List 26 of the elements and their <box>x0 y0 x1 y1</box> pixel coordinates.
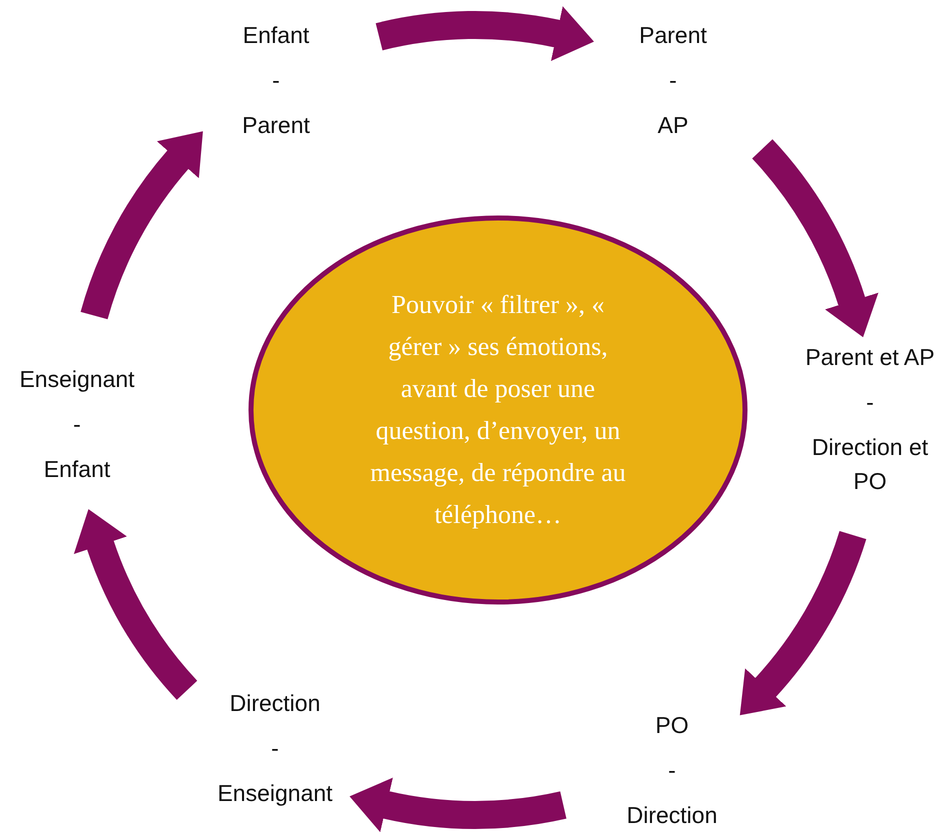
step-label: - <box>668 756 676 785</box>
step-label: Direction <box>230 689 320 718</box>
curved-arrow <box>741 530 866 717</box>
step-label: Parent <box>242 111 310 140</box>
step-label: - <box>272 66 280 95</box>
step-label: PO <box>655 711 689 740</box>
step-label: - <box>669 66 677 95</box>
curved-arrow <box>349 777 566 832</box>
step-label: Direction <box>626 801 718 830</box>
step-label: Enseignant <box>19 365 135 394</box>
curved-arrow <box>752 140 878 337</box>
step-label: Parent <box>639 21 707 50</box>
step-label: Direction et PO <box>810 433 930 496</box>
step-label: AP <box>658 111 688 140</box>
center-ellipse <box>248 215 748 605</box>
step-label: Parent et AP <box>805 343 935 372</box>
curved-arrow <box>376 6 594 62</box>
step-label: Enfant <box>44 455 110 484</box>
step-label: Enfant <box>242 21 310 50</box>
center-text: Pouvoir « filtrer », « gérer » ses émotions, avant de poser une question, d’envoyer, un message, de répondre au téléphone… <box>369 289 627 531</box>
curved-arrow <box>74 510 198 700</box>
step-label: Enseignant <box>217 779 333 808</box>
step-label: - <box>866 388 874 417</box>
curved-arrow <box>80 130 202 320</box>
step-label: - <box>271 734 279 763</box>
step-label: - <box>73 410 81 439</box>
